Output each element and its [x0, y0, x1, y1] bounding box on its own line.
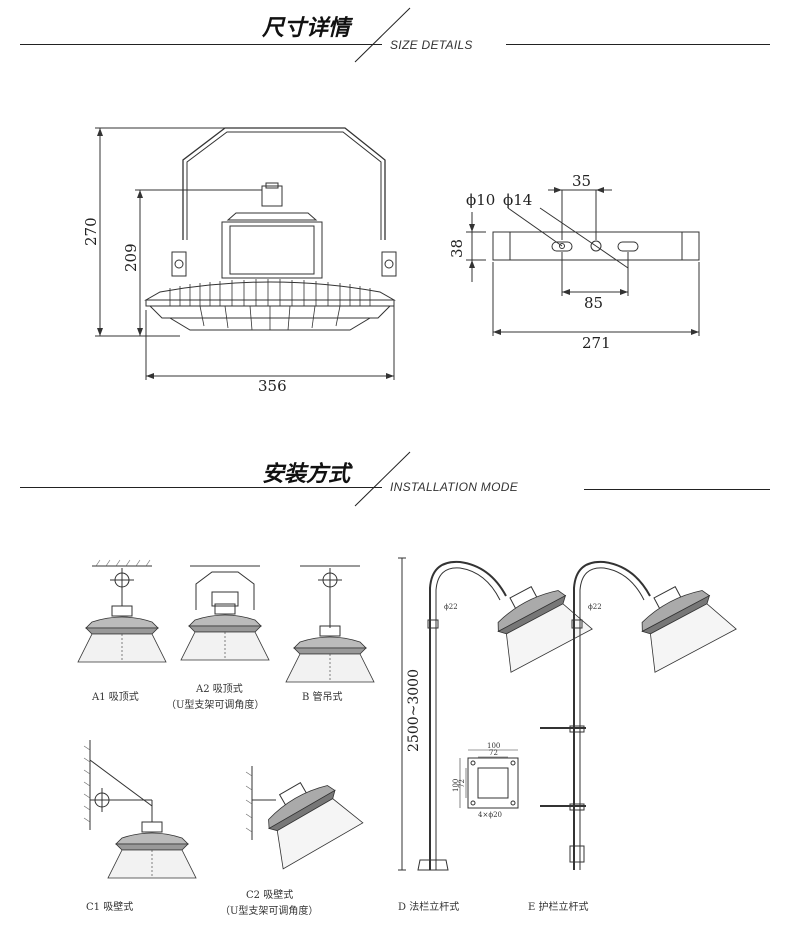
header-rule-right: [506, 44, 770, 45]
flange-height-inner: 72: [458, 779, 466, 788]
flange-bolt-spec: 4×ϕ20: [478, 811, 502, 819]
mode-e-caption: E 护栏立杆式: [528, 900, 588, 913]
mode-c2-caption-2: （U型支架可调角度）: [220, 904, 318, 917]
size-details-title-cn: 尺寸详情: [262, 16, 351, 41]
install-rule-right: [584, 489, 770, 490]
mode-c2-caption-1: C2 吸壁式: [246, 888, 293, 901]
flange-width-outer: 100: [487, 742, 500, 750]
mode-e-drawing: [540, 560, 737, 870]
bracket-dim-slot-span: 85: [584, 294, 603, 312]
header-rule-left: [20, 44, 382, 45]
bracket-dim-hole-small: ϕ10: [466, 191, 495, 209]
pole-pipe-dia-e: ϕ22: [588, 603, 602, 611]
installation-header: 安装方式 INSTALLATION MODE: [0, 446, 790, 516]
installation-title-en: INSTALLATION MODE: [390, 480, 519, 494]
flange-height-outer: 100: [452, 779, 460, 792]
mode-c1-drawing: [83, 740, 197, 879]
mode-d-drawing: [398, 557, 593, 871]
bracket-dim-height: 38: [448, 239, 466, 258]
mode-d-caption: D 法栏立杆式: [398, 900, 459, 913]
mode-c1-caption: C1 吸壁式: [86, 900, 133, 913]
flange-width-inner: 72: [489, 749, 498, 757]
mode-a2-drawing: [180, 565, 270, 661]
mode-a1-drawing: [77, 559, 167, 663]
mode-a2-caption-2: （U型支架可调角度）: [166, 698, 264, 711]
size-details-title-en: SIZE DETAILS: [390, 38, 473, 52]
pole-pipe-dia-d: ϕ22: [444, 603, 458, 611]
mode-b-caption: B 管吊式: [302, 690, 343, 703]
bracket-dim-offset: 35: [572, 172, 591, 190]
installation-title-cn: 安装方式: [262, 462, 351, 487]
front-dim-height-body: 209: [122, 243, 140, 272]
mode-a2-caption-1: A2 吸顶式: [195, 682, 243, 695]
header-slash: [354, 7, 411, 63]
install-rule-left: [20, 487, 382, 488]
front-dim-width: 356: [258, 377, 287, 395]
mode-b-drawing: [285, 565, 375, 683]
mode-a1-caption: A1 吸顶式: [91, 690, 139, 703]
pole-height-label: 2500~3000: [406, 669, 422, 752]
mode-c2-drawing: [245, 765, 364, 870]
bracket-dim-hole-large: ϕ14: [503, 191, 532, 209]
front-dim-height-total: 270: [82, 217, 100, 246]
bracket-dim-length: 271: [582, 334, 611, 352]
install-header-slash: [354, 451, 411, 507]
size-details-header: 尺寸详情 SIZE DETAILS: [0, 0, 790, 70]
